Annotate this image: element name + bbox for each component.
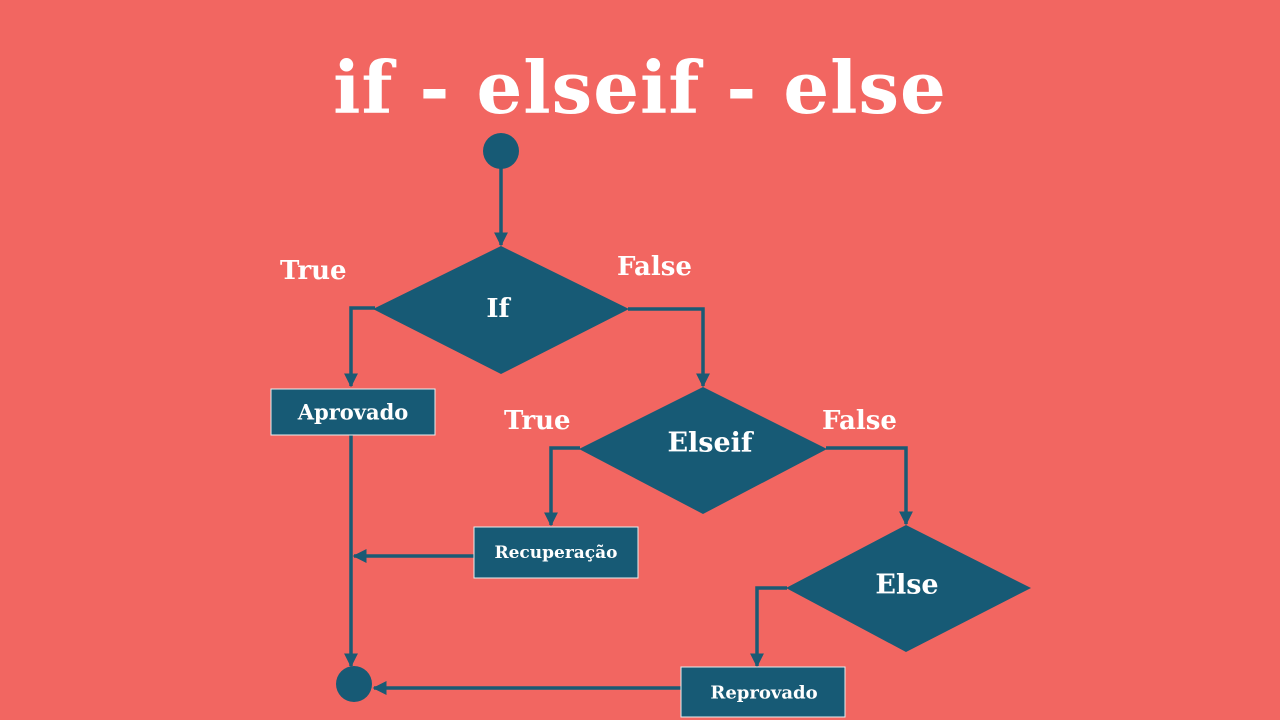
box-reprovado: Reprovado bbox=[680, 666, 846, 718]
if-false-label: False bbox=[617, 252, 692, 282]
box-aprovado-shape bbox=[270, 388, 436, 436]
elseif-true-label: True bbox=[504, 406, 571, 436]
decision-else: Else bbox=[786, 525, 1031, 652]
box-reprovado-label: Reprovado bbox=[710, 683, 817, 704]
box-reprovado-shape bbox=[680, 666, 846, 718]
box-aprovado: Aprovado bbox=[270, 388, 436, 436]
decision-if-shape bbox=[373, 246, 629, 374]
elseif-false-arrow bbox=[826, 446, 913, 526]
page-title: if - elseif - else bbox=[333, 45, 947, 130]
box-recuperacao-label: Recuperação bbox=[494, 543, 617, 563]
decision-else-label: Else bbox=[875, 570, 938, 601]
end-node bbox=[336, 666, 372, 702]
decision-if-label: If bbox=[486, 294, 511, 324]
box-aprovado-label: Aprovado bbox=[297, 400, 409, 425]
else-arrow bbox=[750, 586, 787, 668]
start-node bbox=[483, 133, 519, 169]
decision-else-shape bbox=[786, 525, 1031, 652]
elseif-true-arrow bbox=[544, 446, 580, 527]
if-true-arrow bbox=[344, 306, 375, 388]
decision-elseif-shape bbox=[579, 387, 827, 514]
elseif-false-label: False bbox=[822, 406, 897, 436]
decision-elseif: Elseif bbox=[579, 387, 827, 514]
decision-if: If bbox=[373, 246, 629, 374]
if-true-label: True bbox=[280, 256, 347, 286]
box-recuperacao-shape bbox=[473, 526, 639, 579]
box-recuperacao: Recuperação bbox=[473, 526, 639, 579]
if-false-arrow bbox=[628, 307, 710, 388]
decision-elseif-label: Elseif bbox=[667, 428, 754, 459]
